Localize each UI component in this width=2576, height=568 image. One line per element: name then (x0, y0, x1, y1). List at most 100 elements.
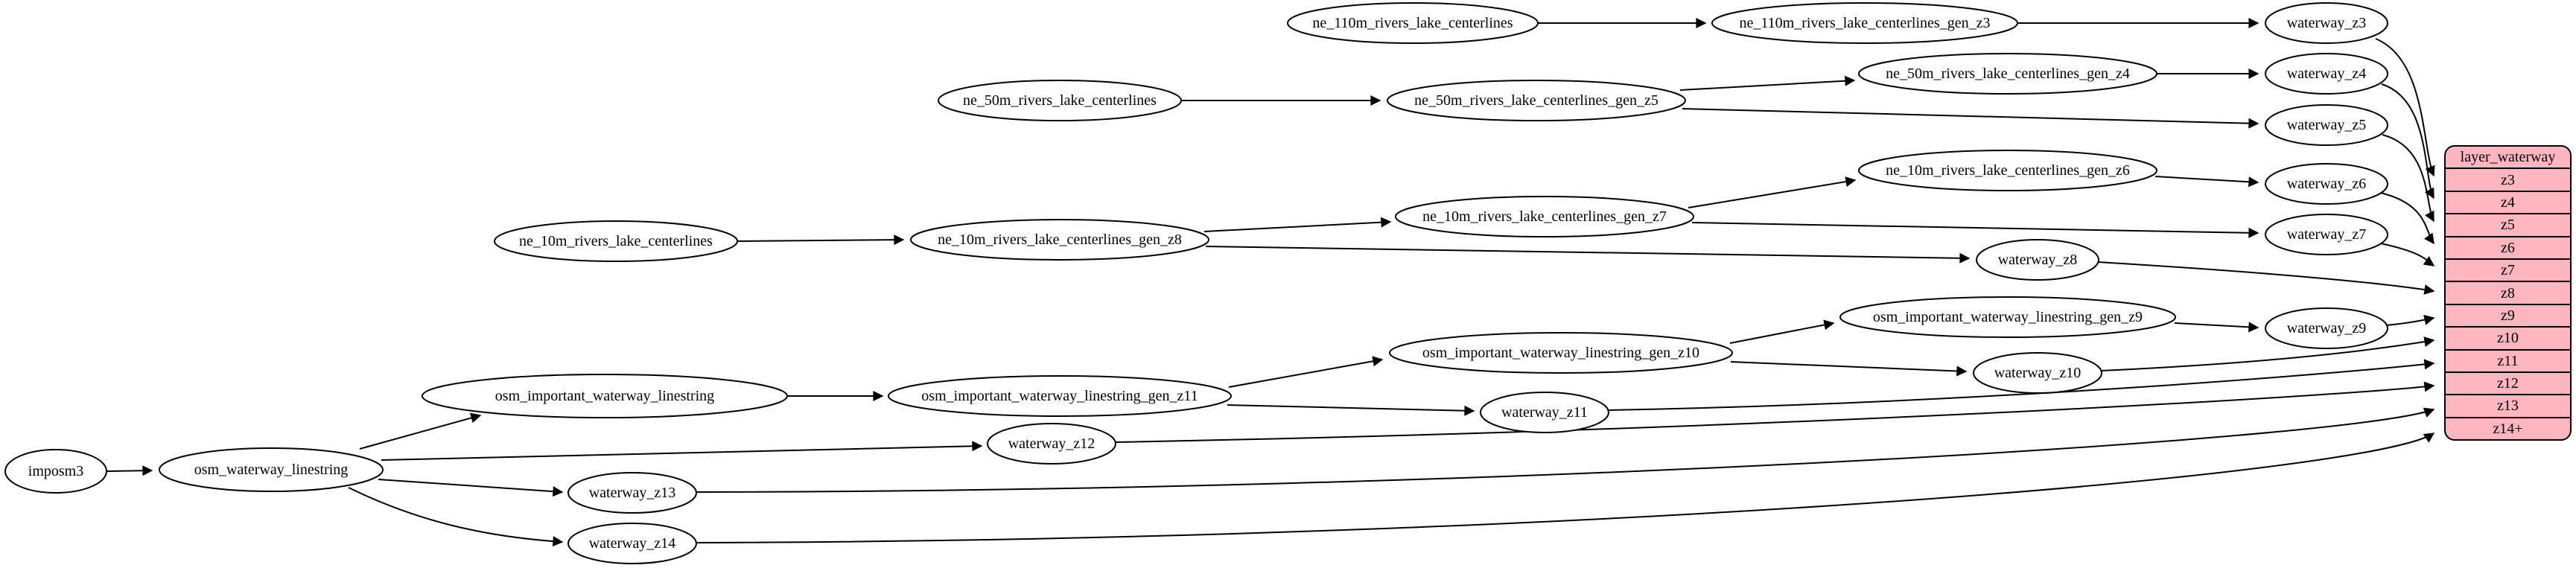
node-waterway_z7: waterway_z7 (2265, 214, 2388, 255)
edge-waterway_z6-to-layer-z6 (2380, 192, 2435, 245)
layer-row-z5: z5 (2446, 213, 2570, 235)
edge-osm_waterway_linestring-to-osm_important_waterway_linestring (359, 412, 482, 450)
node-waterway_z3: waterway_z3 (2265, 2, 2388, 44)
node-label: osm_important_waterway_linestring_gen_z1… (1422, 345, 1699, 361)
layer-row-z3: z3 (2446, 167, 2570, 190)
layer-row-z12: z12 (2446, 371, 2570, 394)
layer-row-z8: z8 (2446, 281, 2570, 303)
edge-gen_z8-to-gen_z7 (1203, 217, 1392, 232)
node-label: waterway_z4 (2287, 66, 2367, 82)
edge-gen_z9-to-waterway_z9 (2174, 322, 2259, 333)
layer-row-z4: z4 (2446, 190, 2570, 213)
edge-waterway_z5-to-layer-z5 (2382, 134, 2435, 223)
node-ne_10m_rivers_lake_centerlines_gen_z7: ne_10m_rivers_lake_centerlines_gen_z7 (1395, 196, 1694, 237)
edge-waterway_z3-to-layer-z3 (2375, 38, 2435, 177)
node-waterway_z9: waterway_z9 (2265, 307, 2388, 349)
node-osm_important_waterway_linestring_gen_z10: osm_important_waterway_linestring_gen_z1… (1389, 332, 1733, 374)
node-label: imposm3 (28, 463, 83, 479)
layer-row-z11: z11 (2446, 348, 2570, 371)
node-label: waterway_z14 (589, 535, 676, 552)
node-waterway_z13: waterway_z13 (567, 472, 697, 514)
node-label: ne_50m_rivers_lake_centerlines (963, 92, 1157, 109)
node-label: osm_waterway_linestring (194, 462, 349, 478)
node-waterway_z14: waterway_z14 (567, 523, 697, 564)
node-label: ne_10m_rivers_lake_centerlines (519, 233, 713, 249)
edge-gen_z8-to-waterway_z8 (1205, 246, 1971, 264)
edge-waterway_z7-to-layer-z7 (2380, 243, 2435, 267)
node-waterway_z10: waterway_z10 (1973, 352, 2102, 394)
node-label: waterway_z6 (2287, 176, 2367, 192)
node-label: waterway_z8 (1998, 252, 2078, 268)
edge-gen_z7-to-waterway_z7 (1691, 222, 2259, 238)
node-osm_waterway_linestring: osm_waterway_linestring (159, 447, 384, 492)
layer-row-z6: z6 (2446, 235, 2570, 258)
node-label: ne_50m_rivers_lake_centerlines_gen_z5 (1414, 92, 1659, 109)
layer-row-z7: z7 (2446, 258, 2570, 281)
edge-osm_waterway_linestring-to-waterway_z14 (348, 487, 564, 547)
node-label: waterway_z11 (1501, 404, 1588, 421)
node-label: ne_110m_rivers_lake_centerlines_gen_z3 (1740, 15, 1991, 31)
layer-table-title: layer_waterway (2460, 149, 2556, 166)
edge-gen_z6-to-waterway_z6 (2154, 176, 2259, 188)
layer-row-z9: z9 (2446, 303, 2570, 326)
node-label: waterway_z3 (2287, 15, 2367, 31)
edge-waterway_z12-to-layer-z12 (1114, 381, 2435, 443)
node-label: osm_important_waterway_linestring_gen_z9 (1873, 309, 2143, 325)
node-label: waterway_z10 (1994, 365, 2082, 381)
layer-row-z13: z13 (2446, 394, 2570, 416)
edge-imposm3-to-osm_waterway_linestring (106, 465, 153, 476)
node-ne_50m_rivers_lake_centerlines_gen_z5: ne_50m_rivers_lake_centerlines_gen_z5 (1387, 80, 1686, 121)
node-ne_50m_rivers_lake_centerlines: ne_50m_rivers_lake_centerlines (938, 80, 1182, 121)
edge-waterway_z10-to-layer-z10 (2100, 336, 2435, 371)
edge-waterway_z11-to-layer-z11 (1607, 359, 2435, 411)
node-label: waterway_z12 (1008, 435, 1095, 452)
node-imposm3: imposm3 (4, 449, 107, 494)
edge-ne_10m-to-gen_z8 (737, 234, 905, 246)
node-waterway_z8: waterway_z8 (1976, 239, 2099, 281)
diagram-nodes: imposm3 osm_waterway_linestring osm_impo… (4, 2, 2388, 564)
edge-waterway_z4-to-layer-z4 (2381, 83, 2435, 200)
node-waterway_z5: waterway_z5 (2265, 104, 2388, 146)
layer-row-z10: z10 (2446, 326, 2570, 348)
node-label: waterway_z5 (2287, 117, 2367, 133)
node-label: ne_10m_rivers_lake_centerlines_gen_z8 (938, 232, 1182, 248)
node-ne_10m_rivers_lake_centerlines_gen_z6: ne_10m_rivers_lake_centerlines_gen_z6 (1858, 150, 2157, 191)
edge-gen_z11-to-waterway_z11 (1227, 404, 1475, 416)
edge-osm_waterway_linestring-to-waterway_z13 (378, 479, 564, 497)
node-ne_10m_rivers_lake_centerlines: ne_10m_rivers_lake_centerlines (494, 220, 738, 262)
edge-gen_z11-to-gen_z10 (1228, 356, 1384, 388)
edge-gen_z10-to-gen_z9 (1729, 319, 1835, 344)
edge-waterway_z8-to-layer-z8 (2097, 261, 2435, 295)
node-label: ne_110m_rivers_lake_centerlines (1312, 15, 1513, 31)
edge-gen_z5-to-waterway_z5 (1682, 108, 2259, 129)
edge-gen_z7-to-gen_z6 (1688, 176, 1857, 208)
node-label: ne_50m_rivers_lake_centerlines_gen_z4 (1886, 66, 2130, 82)
node-ne_10m_rivers_lake_centerlines_gen_z8: ne_10m_rivers_lake_centerlines_gen_z8 (910, 219, 1209, 261)
node-osm_important_waterway_linestring: osm_important_waterway_linestring (422, 374, 788, 418)
layer-row-z14: z14+ (2446, 416, 2570, 439)
node-osm_important_waterway_linestring_gen_z9: osm_important_waterway_linestring_gen_z9 (1839, 296, 2176, 338)
edge-waterway_z13-to-layer-z13 (695, 407, 2435, 493)
node-label: waterway_z7 (2287, 226, 2367, 243)
edge-gen_z5-to-gen_z4 (1679, 75, 1856, 91)
node-label: osm_important_waterway_linestring (495, 388, 714, 404)
node-waterway_z11: waterway_z11 (1480, 392, 1609, 433)
edge-waterway_z14-to-layer-z14 (695, 433, 2435, 543)
node-waterway_z6: waterway_z6 (2265, 163, 2388, 205)
node-ne_110m_rivers_lake_centerlines: ne_110m_rivers_lake_centerlines (1287, 2, 1539, 44)
layer-table: layer_waterway z3 z4 z5 z6 z7 z8 z9 z10 … (2444, 145, 2572, 441)
node-ne_50m_rivers_lake_centerlines_gen_z4: ne_50m_rivers_lake_centerlines_gen_z4 (1858, 53, 2157, 95)
edge-waterway_z9-to-layer-z9 (2385, 314, 2435, 326)
node-label: waterway_z9 (2287, 320, 2367, 336)
node-osm_important_waterway_linestring_gen_z11: osm_important_waterway_linestring_gen_z1… (888, 375, 1232, 417)
node-ne_110m_rivers_lake_centerlines_gen_z3: ne_110m_rivers_lake_centerlines_gen_z3 (1711, 2, 2018, 44)
node-label: osm_important_waterway_linestring_gen_z1… (921, 388, 1198, 404)
diagram-edges (106, 18, 2435, 547)
node-waterway_z4: waterway_z4 (2265, 53, 2388, 95)
node-label: waterway_z13 (589, 485, 676, 501)
node-label: ne_10m_rivers_lake_centerlines_gen_z6 (1886, 162, 2130, 179)
edge-osm_waterway_linestring-to-waterway_z12 (381, 441, 983, 461)
edge-gen_z10-to-waterway_z10 (1730, 361, 1968, 377)
